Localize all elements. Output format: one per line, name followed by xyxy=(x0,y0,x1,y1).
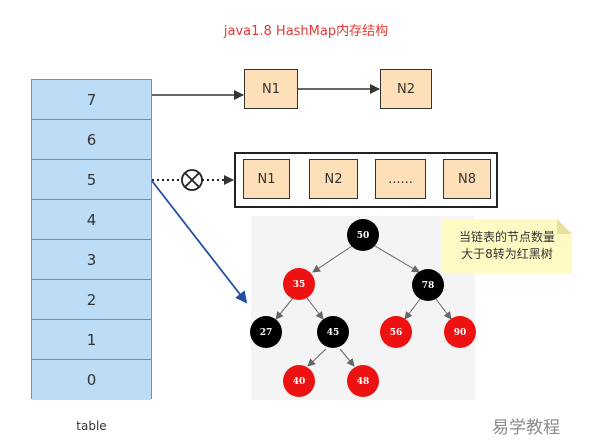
tree-node-40: 40 xyxy=(283,365,315,397)
svg-text:40: 40 xyxy=(293,377,306,387)
table-cell-4: 4 xyxy=(32,200,151,240)
svg-text:90: 90 xyxy=(454,328,467,338)
tree-node-45: 45 xyxy=(317,316,349,348)
chain-node-n8: N8 xyxy=(443,159,491,199)
list-node-n2: N2 xyxy=(380,69,432,109)
tree-node-78: 78 xyxy=(412,269,444,301)
cross-circle-icon xyxy=(181,169,203,191)
tree-node-35: 35 xyxy=(283,268,315,300)
chain-node-n1: N1 xyxy=(243,159,290,199)
tree-node-48: 48 xyxy=(347,365,379,397)
note-fold-corner xyxy=(557,219,572,234)
note-line-1: 当链表的节点数量 xyxy=(458,230,555,244)
svg-text:78: 78 xyxy=(422,281,435,291)
table-cell-0: 0 xyxy=(32,360,151,400)
tree-node-90: 90 xyxy=(444,316,476,348)
svg-text:48: 48 xyxy=(357,377,370,387)
table-cell-2: 2 xyxy=(32,280,151,320)
table-cell-3: 3 xyxy=(32,240,151,280)
svg-text:35: 35 xyxy=(293,280,306,290)
list-node-n1: N1 xyxy=(244,69,298,109)
svg-text:56: 56 xyxy=(390,328,403,338)
tree-node-27: 27 xyxy=(250,316,282,348)
tree-node-56: 56 xyxy=(380,316,412,348)
table-cell-7: 7 xyxy=(32,80,151,120)
svg-text:50: 50 xyxy=(357,231,370,241)
note-box: 当链表的节点数量 大于8转为红黑树 xyxy=(442,219,572,273)
svg-text:27: 27 xyxy=(260,328,273,338)
diagram-title: java1.8 HashMap内存结构 xyxy=(223,24,389,39)
table-label: table xyxy=(76,419,107,433)
hash-table: 7 6 5 4 3 2 1 0 xyxy=(31,79,152,400)
table-cell-5: 5 xyxy=(32,160,151,200)
note-line-2: 大于8转为红黑树 xyxy=(461,247,553,261)
chain-node-ellipsis: ...... xyxy=(375,159,426,199)
watermark: 易学教程 xyxy=(492,418,560,438)
table-cell-1: 1 xyxy=(32,320,151,360)
chain-node-n2: N2 xyxy=(309,159,358,199)
blue-arrow-to-tree xyxy=(151,180,248,304)
tree-edges xyxy=(275,245,452,367)
table-cell-6: 6 xyxy=(32,120,151,160)
svg-text:45: 45 xyxy=(327,328,340,338)
tree-node-50: 50 xyxy=(347,219,379,251)
